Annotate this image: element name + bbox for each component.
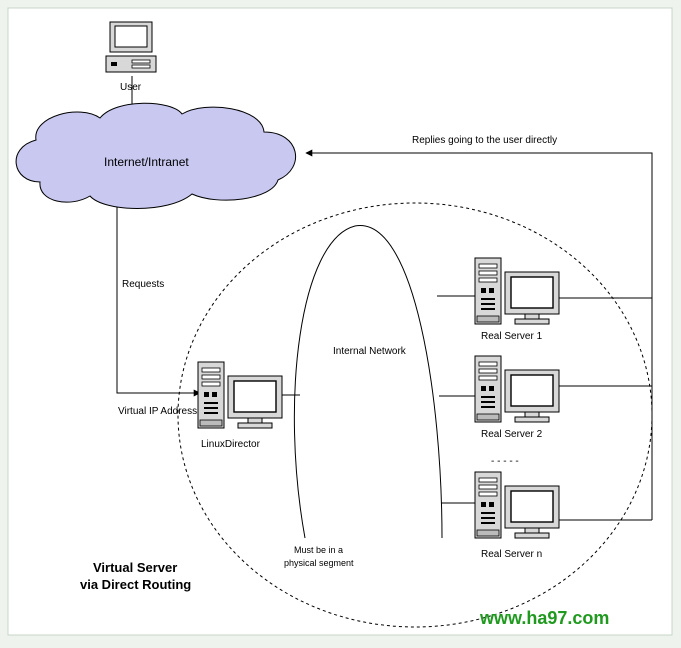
segment-note-line1: Must be in a (294, 545, 343, 555)
real-server-1-label: Real Server 1 (481, 331, 543, 342)
diagram-canvas (7, 7, 673, 636)
real-server-n-label: Real Server n (481, 549, 542, 560)
user-label: User (120, 82, 142, 93)
requests-label: Requests (122, 279, 164, 290)
title-line2: via Direct Routing (80, 577, 191, 592)
director-label: LinuxDirector (201, 439, 261, 450)
user-computer-icon (105, 21, 157, 73)
virtual-ip-label: Virtual IP Address (118, 406, 197, 417)
internal-network-arch (293, 225, 443, 539)
replies-line (305, 149, 653, 520)
internet-cloud (15, 102, 296, 209)
replies-label: Replies going to the user directly (412, 135, 557, 146)
real-server-2-label: Real Server 2 (481, 429, 543, 440)
title-line1: Virtual Server (93, 560, 177, 575)
cloud-label: Internet/Intranet (104, 155, 189, 169)
requests-line (116, 196, 201, 397)
watermark: www.ha97.com (479, 608, 609, 628)
segment-note-line2: physical segment (284, 558, 354, 568)
servers-ellipsis: - - - - - (491, 456, 519, 467)
internal-network-label: Internal Network (333, 346, 407, 357)
